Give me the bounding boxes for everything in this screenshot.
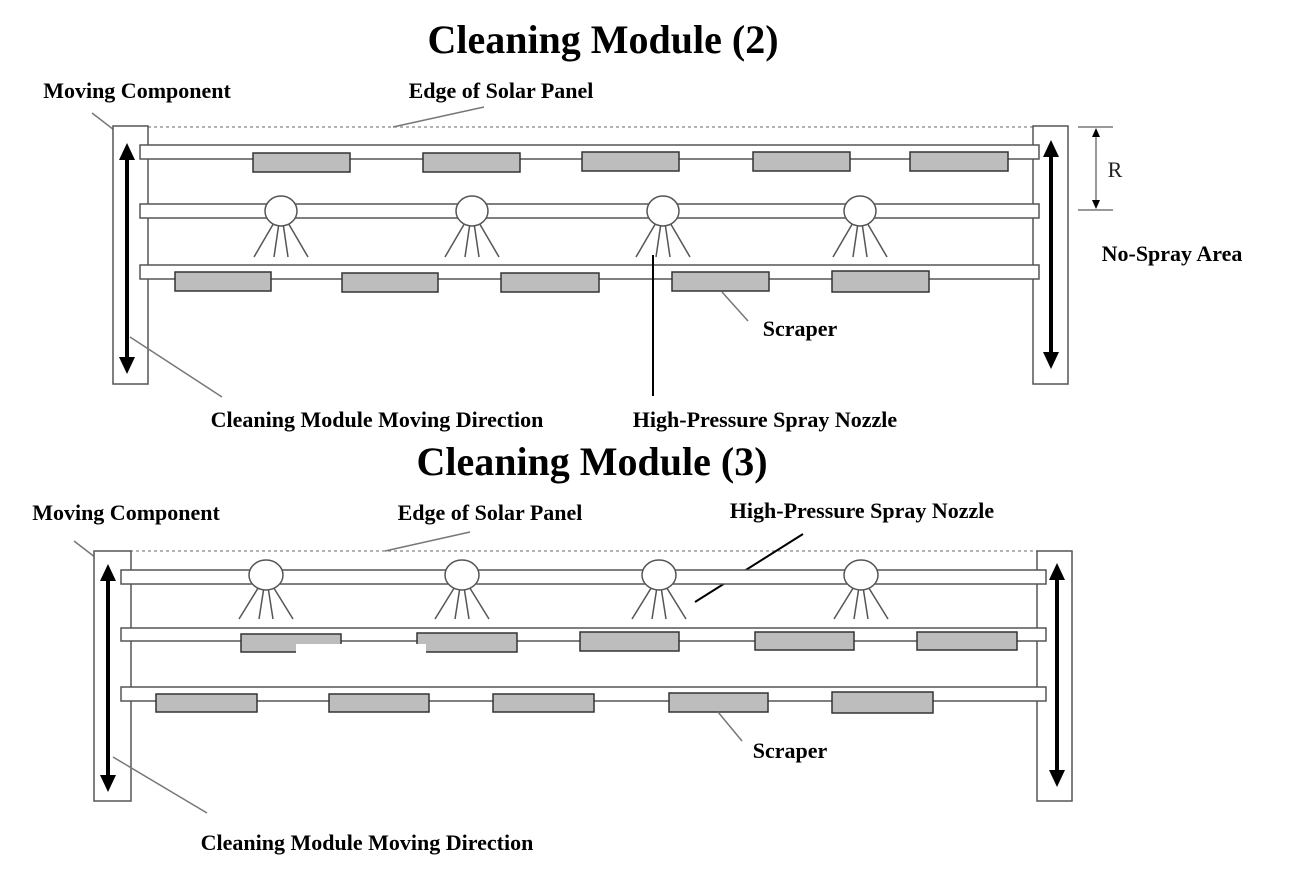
module-3-scraper-leader [717,711,743,742]
module-2-scraper [500,272,600,293]
module-2-scraper [174,271,272,292]
module-2-r-dimension [1078,126,1113,211]
module-2-left-post [112,125,149,385]
module-3-scraper [328,693,430,713]
module-3: Cleaning Module (3) Moving Component Edg… [32,439,1073,855]
module-2-edge-label: Edge of Solar Panel [409,78,594,103]
module-2-title: Cleaning Module (2) [427,17,778,62]
module-3-mask [296,644,426,658]
module-3-scraper [916,631,1018,651]
module-3-nozzle-leader [694,533,804,603]
module-2-scraper-label: Scraper [763,316,838,341]
module-3-scraper [754,631,855,651]
module-2-left-direction-arrow [119,143,135,374]
module-3-scraper [579,631,680,652]
module-3-scraper [416,632,518,653]
module-3-left-direction-arrow [100,564,116,792]
module-2-right-direction-arrow [1043,140,1059,369]
module-3-rail-top [120,569,1047,585]
module-3-nozzle-label: High-Pressure Spray Nozzle [730,498,995,523]
module-3-direction-label: Cleaning Module Moving Direction [201,830,534,855]
module-2-direction-label: Cleaning Module Moving Direction [211,407,544,432]
module-3-right-post [1036,550,1073,802]
module-2-nozzle-label: High-Pressure Spray Nozzle [633,407,898,432]
module-3-scraper [831,691,934,714]
module-3-right-direction-arrow [1049,563,1065,787]
module-3-left-post [93,550,132,802]
module-3-title: Cleaning Module (3) [416,439,767,484]
module-2-scraper [671,271,770,292]
module-3-scraper [155,693,258,713]
module-3-edge-label: Edge of Solar Panel [398,500,583,525]
module-3-scraper [492,693,595,713]
module-3-scraper-label: Scraper [753,738,828,763]
module-2-scraper [909,151,1009,172]
module-3-scraper [668,692,769,713]
module-2-moving-component-label: Moving Component [43,78,231,103]
module-3-nozzle [434,559,490,620]
module-2-edge-leader [392,106,485,128]
module-2-nozzle [635,195,691,258]
module-3-nozzle [238,559,294,620]
module-2: Cleaning Module (2) Moving Component Edg… [43,17,1242,432]
module-2-scraper [252,152,351,173]
module-2-nozzle [444,195,500,258]
module-2-scraper [341,272,439,293]
module-3-nozzle [631,559,687,620]
module-2-scraper [831,270,930,293]
module-2-nozzle [253,195,309,258]
module-2-r-label: R [1108,157,1123,182]
module-2-scraper [752,151,851,172]
module-2-direction-leader [129,336,223,398]
module-3-edge-leader [384,531,471,552]
module-2-nozzle [832,195,888,258]
module-3-nozzle [833,559,889,620]
module-3-moving-component-label: Moving Component [32,500,220,525]
module-3-direction-leader [112,756,208,814]
module-2-rail-middle [139,203,1040,219]
module-2-no-spray-label: No-Spray Area [1102,241,1243,266]
module-2-scraper [422,152,521,173]
module-2-scraper [581,151,680,172]
module-2-scraper-leader [721,291,749,322]
